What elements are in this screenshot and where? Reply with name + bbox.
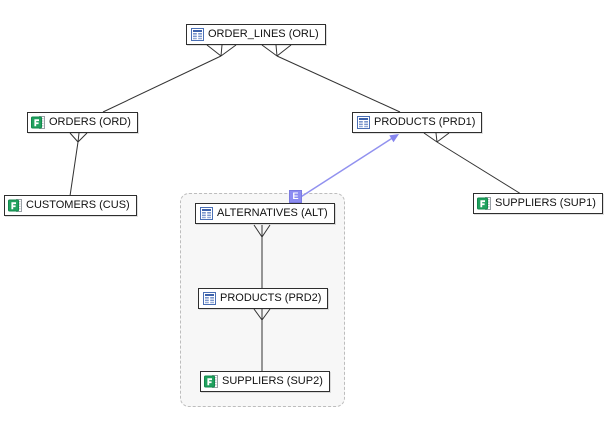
expanded-reference-badge[interactable]: E bbox=[289, 190, 302, 203]
edge-products1-order-lines[interactable] bbox=[261, 44, 401, 113]
entity-products1[interactable]: PRODUCTS (PRD1) bbox=[352, 112, 483, 133]
entity-label: ORDERS (ORD) bbox=[49, 116, 131, 128]
form-icon bbox=[477, 197, 491, 210]
entity-orders[interactable]: ORDERS (ORD) bbox=[27, 112, 138, 133]
entity-products2[interactable]: PRODUCTS (PRD2) bbox=[198, 288, 329, 309]
form-icon bbox=[31, 116, 45, 129]
entity-label: SUPPLIERS (SUP2) bbox=[222, 375, 323, 387]
entity-suppliers1[interactable]: SUPPLIERS (SUP1) bbox=[473, 193, 603, 214]
edge-suppliers1-products1[interactable] bbox=[423, 132, 522, 195]
entity-customers[interactable]: CUSTOMERS (CUS) bbox=[4, 195, 137, 216]
form-icon bbox=[204, 375, 218, 388]
entity-label: ALTERNATIVES (ALT) bbox=[217, 207, 328, 219]
entity-order-lines[interactable]: ORDER_LINES (ORL) bbox=[186, 24, 326, 45]
table-icon bbox=[199, 207, 213, 220]
edge-suppliers2-products2[interactable] bbox=[253, 308, 271, 371]
entity-label: CUSTOMERS (CUS) bbox=[26, 199, 130, 211]
table-icon bbox=[190, 28, 204, 41]
edge-customers-orders[interactable] bbox=[69, 132, 88, 197]
entity-alternatives[interactable]: ALTERNATIVES (ALT) bbox=[195, 203, 335, 224]
entity-label: SUPPLIERS (SUP1) bbox=[495, 197, 596, 209]
form-icon bbox=[8, 199, 22, 212]
table-icon bbox=[356, 116, 370, 129]
edge-orders-order-lines[interactable] bbox=[102, 44, 237, 113]
table-icon bbox=[202, 292, 216, 305]
entity-label: PRODUCTS (PRD2) bbox=[220, 292, 322, 304]
edge-products2-alternatives[interactable] bbox=[253, 224, 271, 288]
entity-suppliers2[interactable]: SUPPLIERS (SUP2) bbox=[200, 371, 330, 392]
entity-label: ORDER_LINES (ORL) bbox=[208, 28, 319, 40]
entity-label: PRODUCTS (PRD1) bbox=[374, 116, 476, 128]
